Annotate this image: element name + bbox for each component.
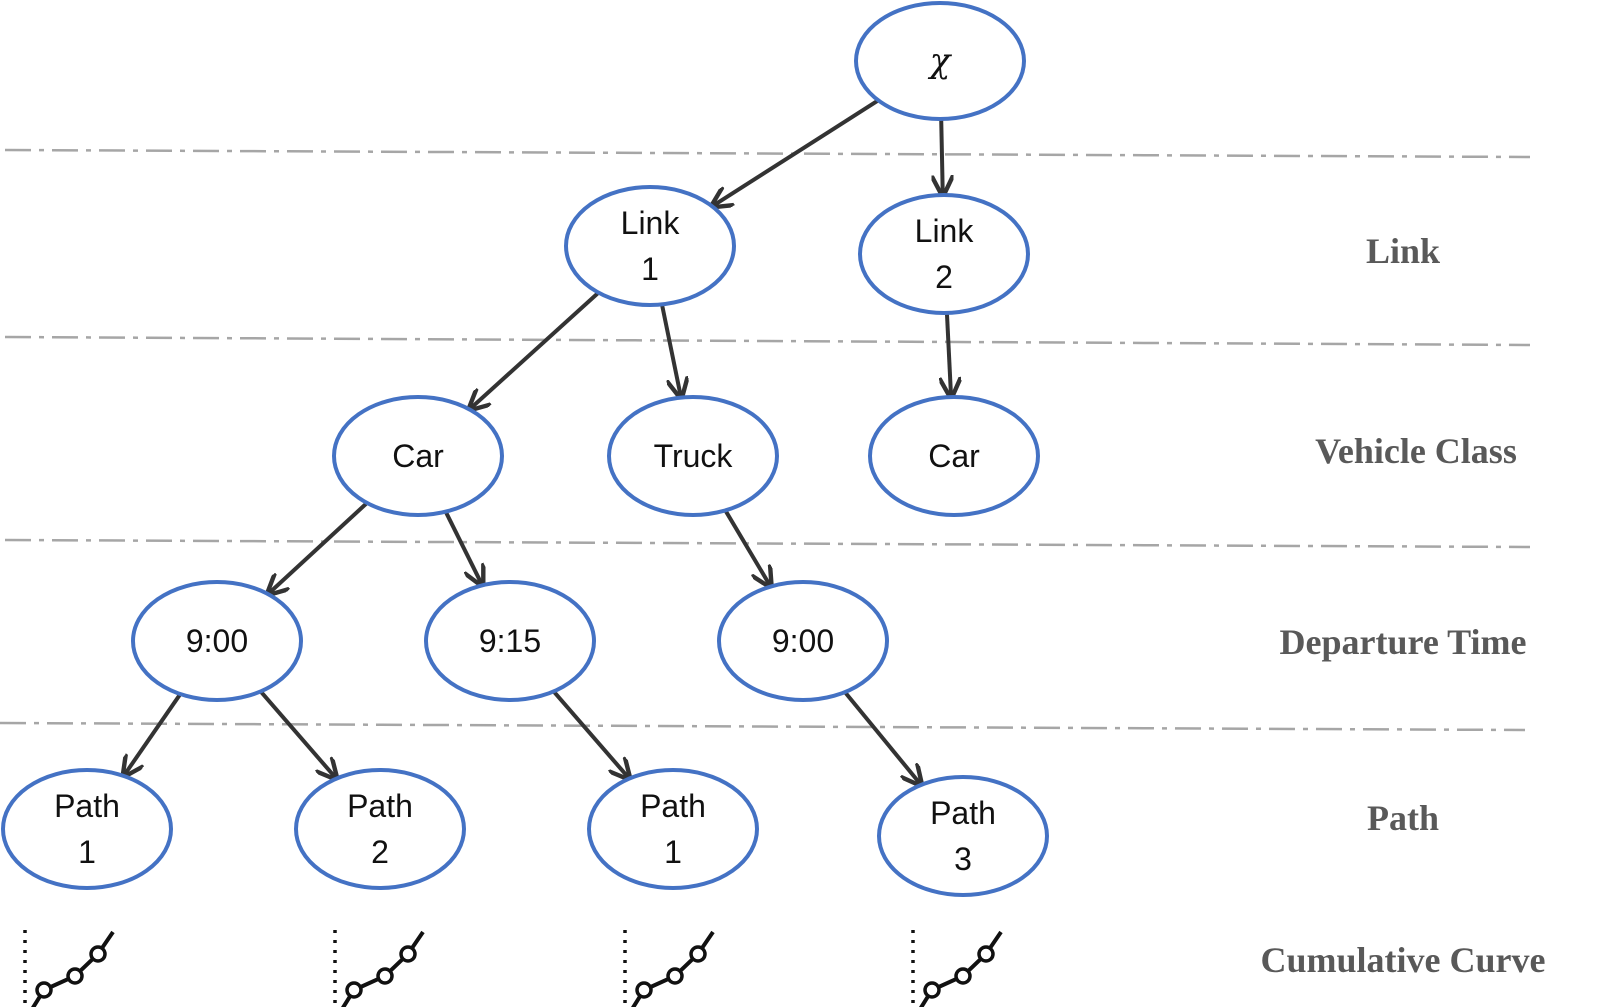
node-ellipse [294,768,466,890]
curve-point [954,967,972,985]
node-label: Truck [654,438,734,474]
cumulative-curve-icon [23,930,115,1007]
node-root: χ [854,1,1026,121]
node-label: 2 [935,259,953,295]
separator-departure-path [0,721,1526,732]
node-ellipse [131,580,303,702]
node-ellipse [424,580,596,702]
node-label: Link [621,205,681,241]
curve-point [689,945,707,963]
node-label: Path [54,788,120,824]
level-label-cumulative-curve: Cumulative Curve [1261,940,1546,980]
node-ellipse [587,768,759,890]
node-label: Path [930,795,996,831]
node-ellipse [868,395,1040,517]
node-path3: Path 3 [877,775,1049,897]
node-label: 9:00 [772,623,834,659]
cumulative-curve-icons [23,930,1003,1007]
node-ellipse [564,185,736,307]
edge-t900_a-to-path2 [259,690,337,778]
separator-link-vehicle [4,335,1531,347]
node-t900_b: 9:00 [717,580,889,702]
level-label-path: Path [1367,798,1439,838]
node-label: 2 [371,834,389,870]
node-ellipse [717,580,889,702]
node-label: 1 [641,251,659,287]
node-t900_a: 9:00 [131,580,303,702]
node-path1_b: Path 1 [587,768,759,890]
level-label-departure-time: Departure Time [1280,622,1527,662]
edge-root-to-link2 [941,118,943,195]
node-ellipse [1,768,173,890]
node-path2: Path 2 [294,768,466,890]
separator-root-link [4,148,1531,159]
node-label: Car [392,438,444,474]
node-link2: Link 2 [858,193,1030,315]
node-path1_a: Path 1 [1,768,173,890]
node-ellipse [854,1,1026,121]
edge-root-to-link1 [712,98,880,206]
edge-link1-to-truck [659,303,681,397]
curve-point [66,967,84,985]
curve-point [666,967,684,985]
curve-point [635,981,653,999]
edge-t915-to-path1_b [552,690,630,778]
edge-t900_a-to-path1_a [124,692,182,776]
node-label: 9:15 [479,623,541,659]
node-ellipse [332,395,504,517]
node-label: Link [915,213,975,249]
node-t915: 9:15 [424,580,596,702]
node-label: χ [928,41,953,81]
node-label: Path [640,788,706,824]
edge-link2-to-car_b [947,312,951,397]
edge-link1-to-car_a [469,291,600,410]
curve-point [376,967,394,985]
node-label: 3 [954,841,972,877]
node-car_b: Car [868,395,1040,517]
separator-vehicle-departure [4,538,1531,549]
edge-car_a-to-t915 [443,510,483,586]
level-label-vehicle-class: Vehicle Class [1315,431,1517,471]
edge-t900_b-to-path3 [843,690,921,785]
curve-point [35,981,53,999]
node-truck: Truck [607,395,779,517]
curve-point [977,945,995,963]
edge-car_a-to-t900_a [268,501,369,594]
node-label: Car [928,438,980,474]
node-label: 1 [664,834,682,870]
edge-truck-to-t900_b [723,509,770,586]
curve-point [923,981,941,999]
node-ellipse [858,193,1030,315]
node-car_a: Car [332,395,504,517]
node-link1: Link 1 [564,185,736,307]
cumulative-curve-icon [623,930,715,1007]
node-label: 1 [78,834,96,870]
node-ellipse [877,775,1049,897]
cumulative-curve-icon [911,930,1003,1007]
curve-point [399,945,417,963]
level-label-link: Link [1366,231,1440,271]
node-ellipse [607,395,779,517]
node-label: Path [347,788,413,824]
edges [124,98,951,785]
curve-point [345,981,363,999]
curve-point [89,945,107,963]
node-label: 9:00 [186,623,248,659]
cumulative-curve-icon [333,930,425,1007]
